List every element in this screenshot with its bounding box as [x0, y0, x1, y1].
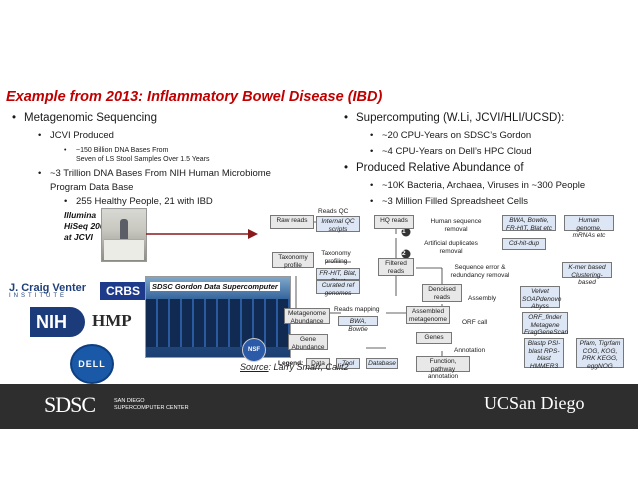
- gordon-caption: SDSC Gordon Data Supercomputer: [150, 282, 280, 291]
- human-genome-box: Human genome, mRNAs etc: [564, 215, 614, 239]
- curated-box: Curated ref genomes: [316, 280, 360, 297]
- sdsc-subtitle: SAN DIEGO SUPERCOMPUTER CENTER: [114, 398, 189, 411]
- reads-qc-label: Reads QC: [318, 208, 349, 215]
- bullet-gordon-cpu: •~20 CPU-Years on SDSC’s Gordon: [370, 130, 532, 141]
- bullet-10k-bacteria: •~10K Bacteria, Archaea, Viruses in ~300…: [370, 180, 586, 191]
- dell-logo: DELL: [70, 344, 114, 384]
- slide-title: Example from 2013: Inflammatory Bowel Di…: [6, 89, 383, 105]
- artificial-dup-label: Artificial duplicates removal: [424, 240, 478, 255]
- function-box: Function, pathway annotation: [416, 356, 470, 380]
- kmer-box: K-mer based Clustering-based: [562, 262, 612, 286]
- reads-mapping-label: Reads mapping: [334, 306, 380, 313]
- seq-error-label: Sequence error & redundancy removal: [450, 264, 510, 279]
- pfam-box: Pfam, Tigrfam COG, KOG, PRK KEGG, eggNOG: [576, 338, 624, 370]
- sdsc-logo: SDSC: [44, 392, 96, 417]
- jcvi-logo: J. Craig Venter INSTITUTE: [9, 282, 97, 302]
- denoised-reads-box: Denoised reads: [422, 284, 462, 302]
- step-2-badge: 2: [402, 250, 406, 257]
- nsf-logo: NSF: [242, 338, 266, 362]
- taxonomy-profiling-label: Taxonomy profiling: [321, 250, 351, 265]
- orf-call-label: ORF call: [462, 319, 488, 326]
- gene-abundance-box: Gene Abundance: [288, 334, 328, 351]
- illumina-caption: Illumina HiSeq 2000 at JCVI: [64, 210, 110, 242]
- legend-tool-box: Tool: [336, 358, 360, 369]
- velvet-box: Velvet SOAPdenovo Abyss: [520, 286, 562, 310]
- legend-label: Legend:: [278, 360, 304, 367]
- annotation-label: Annotation: [454, 347, 486, 354]
- step-1-badge: 1: [402, 228, 406, 235]
- source-credit: Source: Larry Smarr, Calit2: [240, 362, 349, 372]
- bullet-dell-cpu: •~4 CPU-Years on Dell’s HPC Cloud: [370, 146, 532, 157]
- bullet-produced: •Produced Relative Abundance of: [344, 162, 524, 174]
- assembly-label: Assembly: [468, 295, 497, 302]
- bullet-supercomputing: •Supercomputing (W.Li, JCVI/HLI/UCSD):: [344, 112, 565, 124]
- arrow-to-pipeline: [146, 229, 258, 239]
- human-removal-label: Human sequence removal: [430, 218, 482, 233]
- legend-data-box: Data: [306, 358, 330, 369]
- footer-bar: SDSC SAN DIEGO SUPERCOMPUTER CENTER UCSa…: [0, 384, 638, 429]
- pipeline-diagram: 1 2 Raw reads Reads QC Internal QC scrip…: [266, 206, 638, 380]
- raw-reads-box: Raw reads: [270, 215, 314, 229]
- internal-qc-box: Internal QC scripts: [316, 216, 360, 233]
- legend-database-box: Database: [366, 358, 398, 369]
- cd-hit-dup-box: Cd-hit-dup: [502, 238, 546, 250]
- bullet-3-million: •~3 Million Filled Spreadsheet Cells: [370, 196, 529, 207]
- bwa-bowtie2-box: BWA, Bowtie: [338, 316, 378, 333]
- filtered-reads-box: Filtered reads: [378, 258, 414, 276]
- hq-reads-box: HQ reads: [374, 215, 414, 229]
- orf-finder-box: ORF_finder Metagene FragGeneScan: [522, 312, 569, 336]
- taxonomy-profile-box: Taxonomy profile: [272, 252, 314, 269]
- crbs-logo: CRBS: [100, 282, 146, 300]
- genes-box: Genes: [416, 332, 452, 344]
- bullet-metagenomic: •Metagenomic Sequencing: [12, 112, 157, 124]
- metagenome-abundance-box: Metagenome Abundance: [284, 308, 330, 325]
- nih-logo: NIH: [30, 307, 85, 337]
- ucsd-logo: UCSan Diego: [484, 393, 585, 413]
- bullet-3-trillion: •~3 Trillion DNA Bases From NIH Human Mi…: [38, 168, 271, 193]
- illumina-photo: [101, 208, 147, 262]
- fr-hit-box: FR-HIT, Blat, Blast: [316, 268, 360, 285]
- hmp-logo: HMP: [92, 311, 132, 330]
- bwa-bowtie-box: BWA, Bowtie, FR-HIT, Blat etc: [502, 215, 556, 232]
- assembled-metagenome-box: Assembled metagenome: [406, 306, 450, 324]
- blastp-box: Blastp PSI-blast RPS-blast HMMER3: [524, 338, 564, 370]
- bullet-jcvi: •JCVI Produced: [38, 130, 114, 141]
- bullet-255-people: •255 Healthy People, 21 with IBD: [64, 196, 213, 207]
